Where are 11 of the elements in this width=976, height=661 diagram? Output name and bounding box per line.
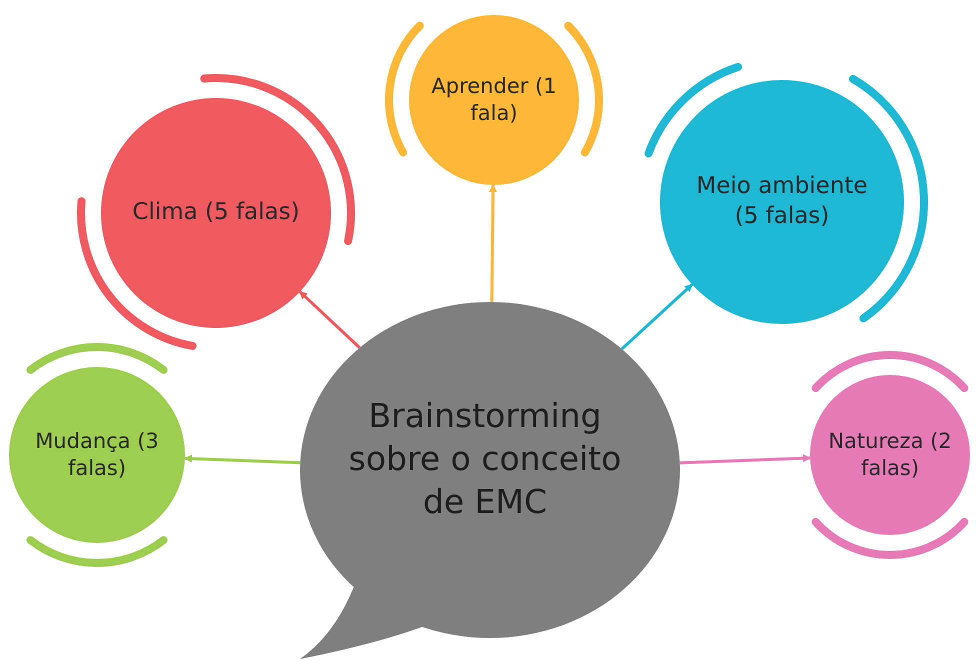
topic-label: Meio ambiente (5 falas)	[695, 172, 869, 231]
center-topic-text: Brainstorming sobre o conceito de EMC	[348, 395, 622, 523]
topic-label: Aprender (1 fala)	[430, 72, 558, 127]
arrow	[620, 283, 694, 350]
topic-label: Mudança (3 falas)	[34, 428, 160, 482]
arrow	[184, 454, 300, 464]
arrow	[298, 290, 361, 349]
topic-label: Natureza (2 falas)	[827, 428, 953, 482]
arrow	[489, 184, 497, 302]
topic-label: Clima (5 falas)	[132, 198, 300, 228]
arrow	[680, 454, 812, 464]
